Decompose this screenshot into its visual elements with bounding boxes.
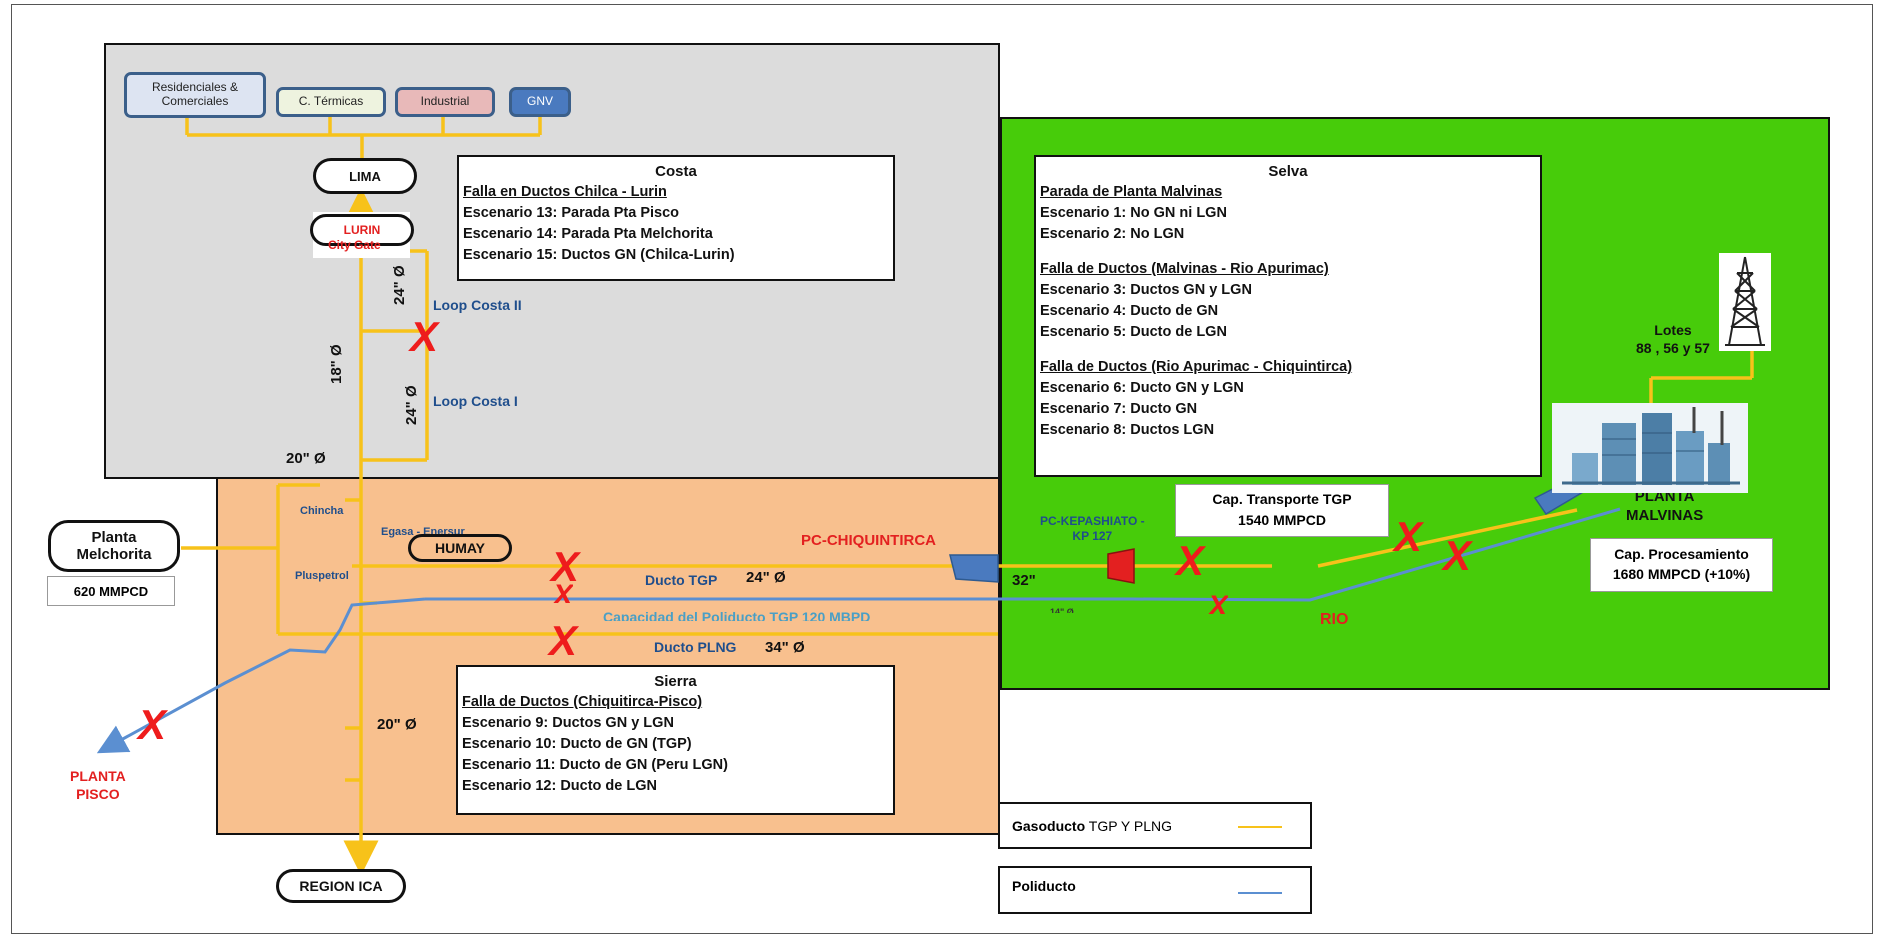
drilling-rig-icon bbox=[1719, 253, 1771, 351]
failure-mark: X bbox=[138, 701, 167, 748]
lurin-city-gate-label: City Gate bbox=[328, 238, 381, 252]
sierra-scenario: Escenario 11: Ducto de GN (Peru LGN) bbox=[462, 757, 728, 773]
legend-liquid-line bbox=[1238, 892, 1282, 894]
selva-info-box: Selva Parada de Planta Malvinas Escenari… bbox=[1034, 155, 1542, 477]
selva-box-heading: Falla de Ductos (Malvinas - Rio Apurimac… bbox=[1040, 261, 1329, 277]
failure-mark: X bbox=[551, 543, 580, 590]
costa-scenario: Escenario 15: Ductos GN (Chilca-Lurin) bbox=[463, 247, 735, 263]
failure-mark: X bbox=[1208, 592, 1229, 614]
selva-scenario: Escenario 8: Ductos LGN bbox=[1040, 422, 1215, 438]
melchorita-capacity: 620 MMPCD bbox=[47, 576, 175, 606]
consumer-residenciales: Residenciales & Comerciales bbox=[124, 72, 266, 118]
selva-gas-to-malvinas bbox=[1317, 508, 1578, 568]
sierra-scenario: Escenario 12: Ducto de LGN bbox=[462, 778, 657, 794]
diagram-frame bbox=[11, 4, 1873, 934]
cap-procesamiento: Cap. Procesamiento 1680 MMPCD (+10%) bbox=[1590, 538, 1773, 592]
poliducto-to-pisco bbox=[96, 597, 426, 754]
costa-box-title: Costa bbox=[655, 163, 697, 180]
ducto-tgp-label: Ducto TGP bbox=[645, 572, 718, 588]
planta-pisco-label: PLANTA PISCO bbox=[70, 768, 126, 803]
node-humay: HUMAY bbox=[408, 534, 512, 562]
diameter-32-selva: 32" bbox=[1012, 572, 1036, 589]
node-region-ica: REGION ICA bbox=[276, 869, 406, 903]
failure-mark: X bbox=[549, 617, 578, 664]
pc-kepashiato-label: PC-KEPASHIATO - KP 127 bbox=[1040, 514, 1145, 543]
pc-chiquintirca-label: PC-CHIQUINTIRCA bbox=[801, 532, 936, 549]
legend-gasoducto-text: Gasoducto TGP Y PLNG bbox=[1012, 818, 1173, 834]
ducto-plng-label: Ducto PLNG bbox=[654, 639, 737, 655]
consumer-termicas: C. Térmicas bbox=[276, 87, 386, 117]
kepashiato-compressor bbox=[1107, 548, 1135, 584]
costa-scenario: Escenario 14: Parada Pta Melchorita bbox=[463, 226, 713, 242]
selva-scenario: Escenario 1: No GN ni LGN bbox=[1040, 205, 1227, 221]
diameter-24-tgp: 24" Ø bbox=[746, 569, 786, 586]
sierra-box-title: Sierra bbox=[654, 673, 697, 690]
selva-scenario: Escenario 4: Ducto de GN bbox=[1040, 303, 1219, 319]
loop-costa-ii-label: Loop Costa II bbox=[433, 297, 522, 313]
rio-label: RIO bbox=[1320, 611, 1349, 628]
costa-scenario: Escenario 13: Parada Pta Pisco bbox=[463, 205, 679, 221]
costa-info-box: Costa Falla en Ductos Chilca - Lurin Esc… bbox=[457, 155, 895, 281]
selva-scenario: Escenario 2: No LGN bbox=[1040, 226, 1185, 242]
lotes-label: Lotes 88 , 56 y 57 bbox=[1636, 322, 1710, 357]
sierra-scenario: Escenario 9: Ductos GN y LGN bbox=[462, 715, 674, 731]
failure-mark: X bbox=[1443, 532, 1472, 579]
selva-scenario: Escenario 3: Ductos GN y LGN bbox=[1040, 282, 1252, 298]
diameter-20-sierra: 20" Ø bbox=[377, 716, 417, 733]
sierra-info-box: Sierra Falla de Ductos (Chiquitirca-Pisc… bbox=[456, 665, 895, 815]
selva-box-heading: Parada de Planta Malvinas bbox=[1040, 184, 1223, 200]
failure-mark: X bbox=[553, 581, 574, 603]
failure-mark: X bbox=[1394, 513, 1423, 560]
sierra-scenario: Escenario 10: Ducto de GN (TGP) bbox=[462, 736, 692, 752]
diameter-24-loop1: 24" Ø bbox=[403, 385, 420, 425]
selva-box-heading: Falla de Ductos (Rio Apurimac - Chiquint… bbox=[1040, 359, 1353, 375]
node-lima: LIMA bbox=[313, 158, 417, 194]
failure-mark: X bbox=[410, 313, 439, 360]
consumer-industrial: Industrial bbox=[395, 87, 495, 117]
legend-gas-line bbox=[1238, 826, 1282, 828]
node-chincha-label: Chincha bbox=[300, 505, 344, 517]
node-planta-melchorita: Planta Melchorita bbox=[48, 520, 180, 572]
selva-box-title: Selva bbox=[1268, 163, 1308, 180]
sierra-box-heading: Falla de Ductos (Chiquitirca-Pisco) bbox=[462, 694, 703, 710]
poliducto-main bbox=[425, 507, 1621, 602]
cap-transporte-tgp: Cap. Transporte TGP 1540 MMPCD bbox=[1175, 484, 1389, 537]
diameter-18-trunk: 18" Ø bbox=[328, 344, 345, 384]
diameter-14-selva: 14" Ø bbox=[1050, 607, 1074, 613]
pc-chiquintirca-compressor bbox=[949, 554, 999, 583]
failure-mark: X bbox=[1176, 537, 1205, 584]
selva-scenario: Escenario 7: Ducto GN bbox=[1040, 401, 1198, 417]
diameter-24-loop2: 24" Ø bbox=[391, 265, 408, 305]
diameter-20-costa: 20" Ø bbox=[286, 450, 326, 467]
diameter-34-plng: 34" Ø bbox=[765, 639, 805, 656]
selva-scenario: Escenario 6: Ducto GN y LGN bbox=[1040, 380, 1244, 396]
planta-malvinas-label: PLANTA MALVINAS bbox=[1626, 488, 1704, 524]
liquid-pipelines bbox=[96, 507, 1621, 754]
processing-plant-icon bbox=[1552, 403, 1748, 493]
node-lurin: LURIN bbox=[310, 214, 414, 246]
costa-box-heading: Falla en Ductos Chilca - Lurin bbox=[463, 184, 667, 200]
legend-poliducto-text: Poliducto bbox=[1012, 878, 1076, 894]
capacidad-poliducto-label: Capacidad del Poliducto TGP 120 MBPD bbox=[603, 609, 871, 621]
consumer-gnv: GNV bbox=[509, 87, 571, 117]
selva-scenario: Escenario 5: Ducto de LGN bbox=[1040, 324, 1227, 340]
legend-gasoducto: Gasoducto TGP Y PLNG bbox=[998, 802, 1312, 849]
legend-poliducto: Poliducto bbox=[998, 866, 1312, 914]
loop-costa-i-label: Loop Costa I bbox=[433, 393, 518, 409]
node-pluspetrol-label: Pluspetrol bbox=[295, 570, 349, 582]
